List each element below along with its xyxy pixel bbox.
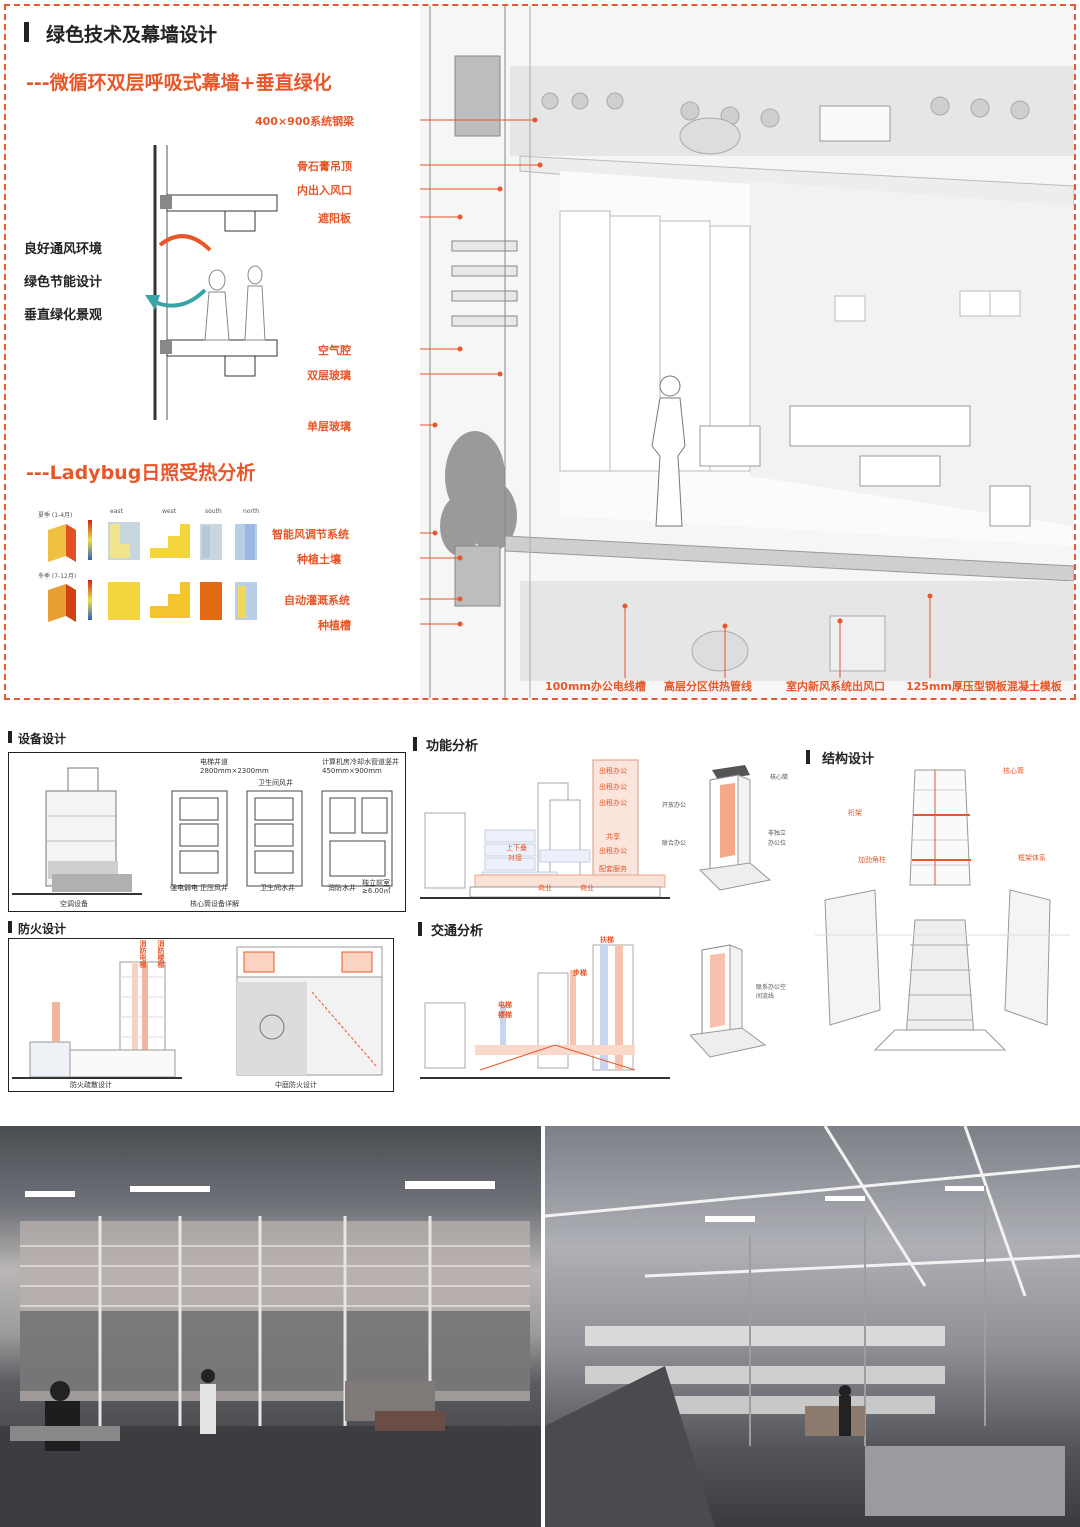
equip-note-2: 卫生间风井 xyxy=(258,779,293,787)
green-tech-title: 绿色技术及幕墙设计 xyxy=(46,24,218,46)
equip-floor-4: 消防水井 xyxy=(328,884,356,892)
func-axo-joint: 联合办公 xyxy=(662,840,687,847)
equip-floor-5: 独立前室 ≥6.00㎡ xyxy=(362,879,391,895)
curtain-wall-subtitle: ---微循环双层呼吸式幕墙+垂直绿化 xyxy=(26,72,332,94)
traffic-axo-label: 联系办公空间流线 xyxy=(756,984,787,1000)
label-double-glass: 双层玻璃 xyxy=(307,369,351,382)
func-tower-3: 出租办公 xyxy=(599,799,627,807)
traffic-marker xyxy=(418,922,422,936)
curtain-wall-cutaway xyxy=(420,6,1074,698)
fire-marker xyxy=(8,921,12,933)
func-axo-core: 核心筒 xyxy=(770,774,789,781)
label-heating-pipe: 高层分区供热管线 xyxy=(664,680,752,693)
func-tower-1: 出租办公 xyxy=(599,767,627,775)
func-tower-4: 共享 xyxy=(606,833,620,841)
fire-vertical-2: 消防楼梯 xyxy=(157,940,165,968)
label-sunshade: 遮阳板 xyxy=(318,212,351,225)
feature-1: 良好通风环境 xyxy=(24,242,103,257)
function-marker xyxy=(413,737,417,751)
section-marker xyxy=(24,22,29,42)
structure-marker xyxy=(806,750,810,764)
label-single-glass: 单层玻璃 xyxy=(307,420,351,433)
equip-floor-1: 强电弱电 xyxy=(170,884,198,892)
struct-column: 加劲角柱 xyxy=(858,856,886,864)
label-deck-slab: 125mm厚压型钢板混凝土模板 xyxy=(906,680,1062,693)
feature-2: 绿色节能设计 xyxy=(24,275,103,290)
ladybug-subtitle: ---Ladybug日照受热分析 xyxy=(26,462,256,484)
func-axo-2: 办公位 xyxy=(768,840,787,847)
func-base-1: 商业 xyxy=(538,884,552,892)
feature-3: 垂直绿化景观 xyxy=(24,308,103,323)
wall-section-sketch xyxy=(145,145,278,420)
ladybug-col-south: south xyxy=(205,508,222,515)
label-wire-slot: 100mm办公电线槽 xyxy=(545,680,646,693)
ladybug-row-winter: 冬季 (7-12月) xyxy=(38,573,77,580)
func-left-2: 对接 xyxy=(508,854,522,862)
equip-caption-left: 空调设备 xyxy=(60,900,88,908)
equip-floor-2: 正压风井 xyxy=(200,884,228,892)
fire-vertical-1: 消防电梯 xyxy=(139,940,147,968)
traffic-massing xyxy=(420,944,670,1079)
equip-note-3: 计算机房冷却水管道竖井 450mm×900mm xyxy=(322,758,399,775)
function-axo xyxy=(698,765,772,891)
ladybug-row-summer: 夏季 (1-4月) xyxy=(38,512,73,519)
label-soil: 种植土壤 xyxy=(297,553,341,566)
func-tower-5: 出租办公 xyxy=(599,847,627,855)
fire-caption-left: 防火疏散设计 xyxy=(70,1081,112,1089)
function-massing xyxy=(420,759,670,899)
traffic-label-4: 扶梯 xyxy=(600,936,614,944)
equipment-drawings xyxy=(12,767,393,895)
fire-drawings xyxy=(12,946,383,1079)
equip-caption-right: 核心筒设备详解 xyxy=(190,900,239,908)
equipment-marker xyxy=(8,731,12,743)
fire-title: 防火设计 xyxy=(18,922,67,936)
structure-exploded xyxy=(815,769,1070,1051)
ladybug-heatmaps xyxy=(48,520,257,622)
interior-render-right xyxy=(545,1126,1080,1527)
func-left-1: 上下叠 xyxy=(506,844,527,852)
top-panel xyxy=(4,4,1076,700)
struct-frame: 框架体系 xyxy=(1018,854,1046,862)
func-base-2: 商业 xyxy=(580,884,594,892)
function-title: 功能分析 xyxy=(426,739,479,754)
ladybug-col-north: north xyxy=(243,508,260,515)
equipment-title: 设备设计 xyxy=(18,732,67,746)
traffic-label-1: 电梯 xyxy=(498,1001,512,1009)
func-tower-6: 配套服务 xyxy=(599,865,627,873)
equip-note-1: 电梯井道 2800mm×2300mm xyxy=(200,758,269,775)
fire-caption-right: 中庭防火设计 xyxy=(275,1081,317,1089)
label-fresh-air: 室内新风系统出风口 xyxy=(786,680,885,693)
struct-core: 核心筒 xyxy=(1003,767,1024,775)
label-smart-air: 智能风调节系统 xyxy=(272,528,349,541)
label-ceiling: 骨石膏吊顶 xyxy=(297,160,352,173)
func-axo-open: 开放办公 xyxy=(662,802,687,809)
interior-render-left xyxy=(0,1126,541,1527)
traffic-label-2: 楼梯 xyxy=(498,1011,512,1019)
label-irrigation: 自动灌溉系统 xyxy=(284,594,350,607)
traffic-label-3: 步梯 xyxy=(573,969,587,977)
traffic-title: 交通分析 xyxy=(431,924,484,939)
ladybug-col-west: west xyxy=(162,508,177,515)
label-air-cavity: 空气腔 xyxy=(318,344,351,357)
label-air-inlet: 内出入风口 xyxy=(297,184,352,197)
label-steel-beam: 400×900系统钢梁 xyxy=(255,115,355,128)
struct-truss: 桁架 xyxy=(848,809,862,817)
traffic-axo xyxy=(690,944,767,1058)
label-planter: 种植槽 xyxy=(318,619,351,632)
ladybug-col-east: east xyxy=(110,508,123,515)
structure-title: 结构设计 xyxy=(822,752,875,767)
equip-floor-3: 卫生间水井 xyxy=(260,884,295,892)
func-axo-1: 非独立 xyxy=(768,830,787,837)
func-tower-2: 出租办公 xyxy=(599,783,627,791)
